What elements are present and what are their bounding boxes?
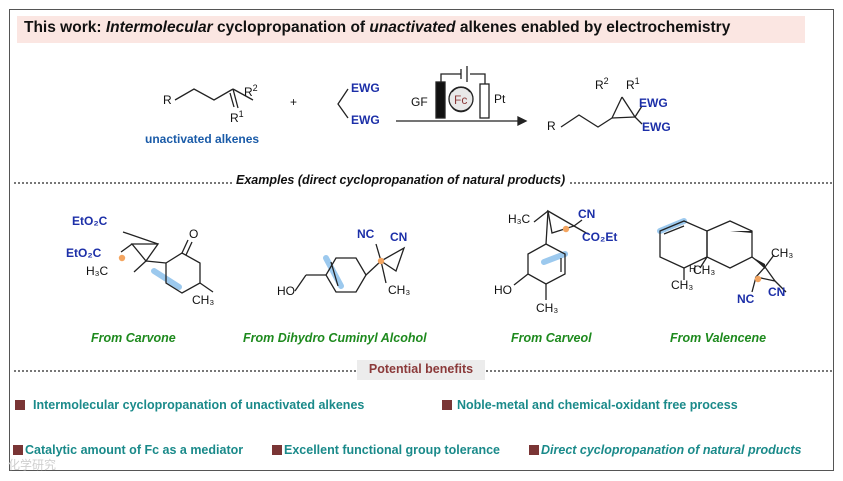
- benefit-item: Direct cyclopropanation of natural produ…: [529, 443, 801, 457]
- ex4-cn: CN: [768, 285, 786, 299]
- ex1-methyl: H₃C: [86, 264, 109, 278]
- figure-frame: [9, 9, 834, 471]
- benefit-item: Excellent functional group tolerance: [272, 443, 500, 457]
- gf-electrode-label: GF: [411, 95, 428, 109]
- examples-label: Examples (direct cyclopropanation of nat…: [232, 173, 570, 187]
- new-bond-markers: [118, 225, 762, 283]
- ex1-ring-methyl: CH₃: [192, 293, 215, 307]
- eto2c-bottom: EtO₂C: [66, 246, 102, 260]
- benefit-item: Intermolecular cyclopropanation of unact…: [15, 398, 364, 412]
- ewg-bottom-label: EWG: [351, 113, 380, 127]
- plus-sign: +: [290, 95, 298, 109]
- ex3-ring-methyl: CH₃: [536, 301, 559, 315]
- fc-mediator-label: Fc: [454, 93, 468, 107]
- product-r-label: R: [547, 119, 556, 133]
- ex4-angular-methyl: CH₃: [693, 263, 716, 277]
- product-r2-label: R2: [595, 76, 609, 92]
- eto2c-top: EtO₂C: [72, 214, 108, 228]
- bullet-square-icon: [272, 445, 282, 455]
- benefits-label-box: [357, 360, 485, 380]
- ex3-methyl: H₃C: [508, 212, 531, 226]
- bullet-square-icon: [529, 445, 539, 455]
- source-valencene: From Valencene: [670, 331, 767, 345]
- watermark: 化学研究: [8, 458, 57, 472]
- alkene-caption: unactivated alkenes: [145, 132, 260, 146]
- product-ewg-bottom: EWG: [642, 120, 671, 134]
- ex2-hydroxyl: HO: [277, 284, 295, 298]
- ex4-nc: NC: [737, 292, 755, 306]
- ex2-cn: CN: [390, 230, 408, 244]
- ex1-ketone-o: O: [189, 227, 199, 241]
- benefits-label: Potential benefits: [368, 362, 474, 376]
- ex3-cn: CN: [578, 207, 596, 221]
- product-r1-label: R1: [626, 76, 640, 92]
- bullet-square-icon: [15, 400, 25, 410]
- benefit-item: Noble-metal and chemical-oxidant free pr…: [442, 398, 738, 412]
- r2-label: R2: [244, 83, 258, 99]
- ex3-hydroxyl: HO: [494, 283, 512, 297]
- ex4-cp-methyl: CH₃: [771, 246, 794, 260]
- source-dihydro-cuminyl-alcohol: From Dihydro Cuminyl Alcohol: [243, 331, 427, 345]
- ex4-stereo-h: H: [689, 264, 697, 275]
- page-title: This work: Intermolecular cyclopropanati…: [24, 19, 731, 36]
- ewg-top-label: EWG: [351, 81, 380, 95]
- r-label: R: [163, 93, 172, 107]
- bullet-square-icon: [442, 400, 452, 410]
- ex4-ring-methyl: CH₃: [671, 278, 694, 292]
- source-carvone: From Carvone: [91, 331, 176, 345]
- title-box: [17, 16, 805, 43]
- ex2-methyl: CH₃: [388, 283, 411, 297]
- ex3-co2et: CO₂Et: [582, 230, 618, 244]
- benefit-item: Catalytic amount of Fc as a mediator: [13, 443, 243, 457]
- r1-label: R1: [230, 109, 244, 125]
- pt-electrode-label: Pt: [494, 92, 506, 106]
- bullet-square-icon: [13, 445, 23, 455]
- source-carveol: From Carveol: [511, 331, 592, 345]
- product-ewg-top: EWG: [639, 96, 668, 110]
- ex2-nc: NC: [357, 227, 375, 241]
